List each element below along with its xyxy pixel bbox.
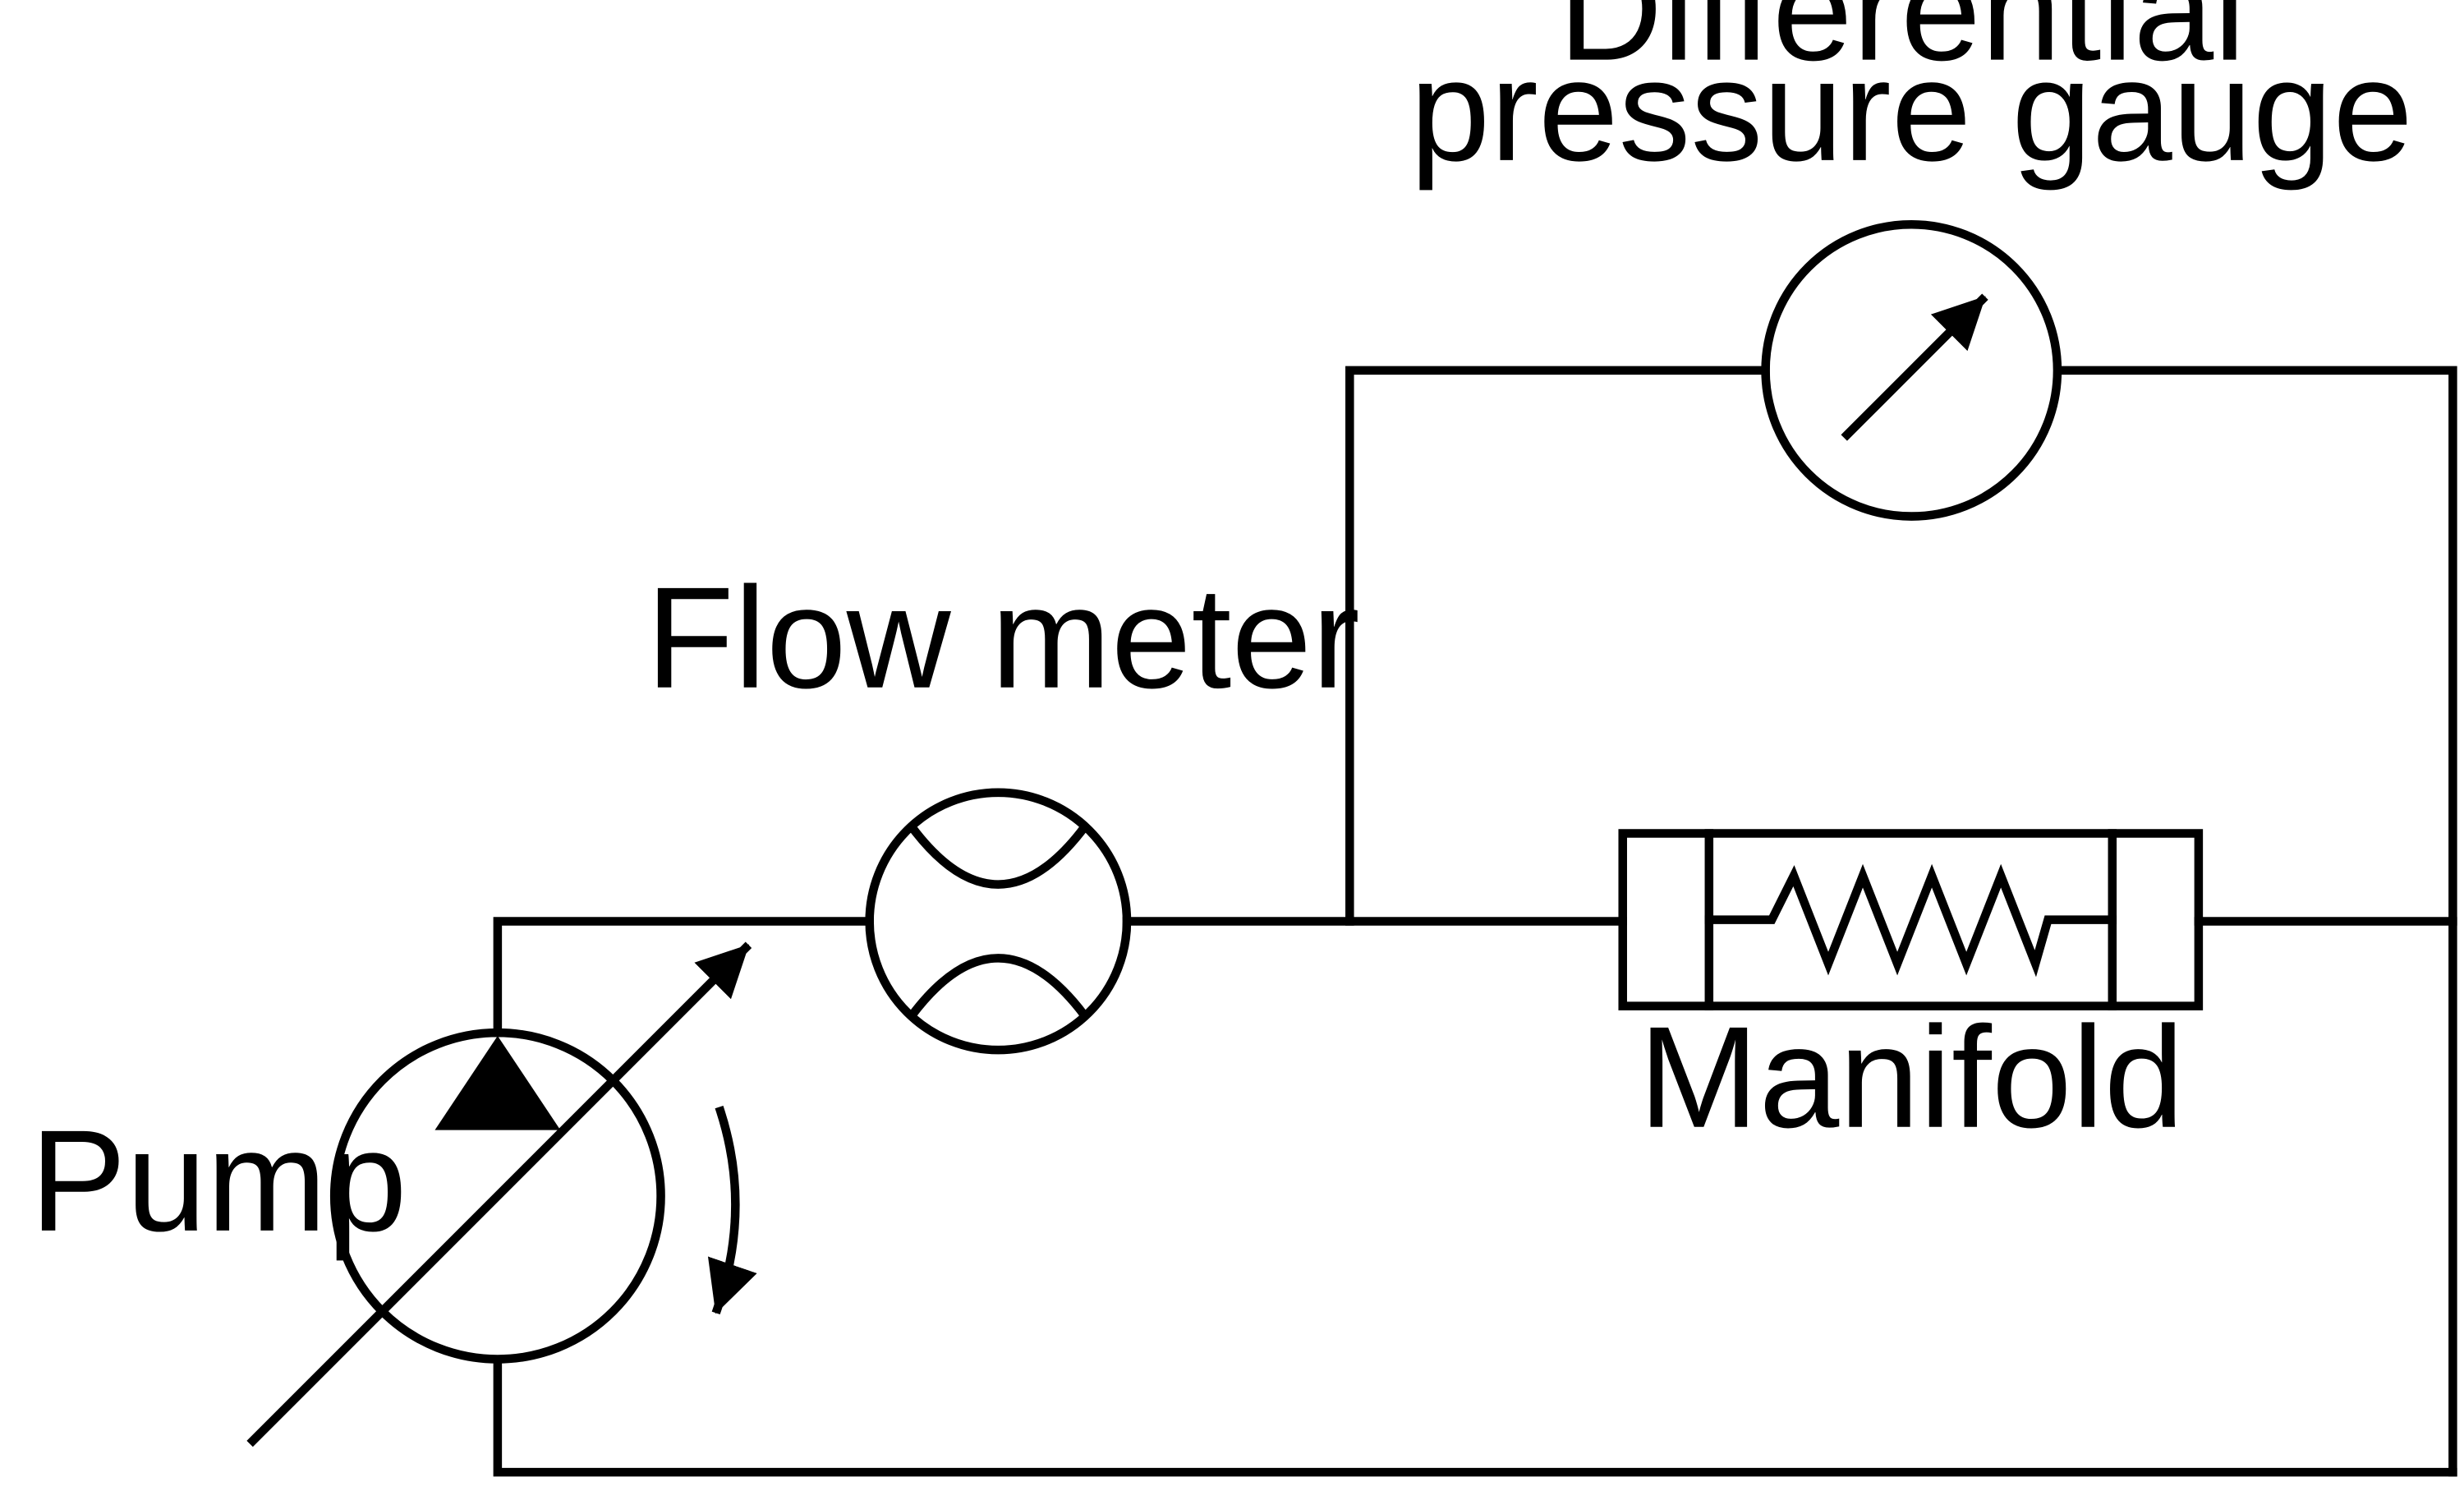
gauge-label-line1: Differential [1558,0,2246,91]
pump-symbol [246,941,757,1447]
return-pipe [493,1356,2457,1477]
differential-pressure-gauge-symbol [1761,219,2062,521]
gauge-inlet-pipe [1345,366,1770,926]
pump-outlet-pipe [493,917,874,1038]
pump-label: Pump [30,1101,407,1262]
pump-triangle-icon [434,1035,561,1130]
gauge-outlet-pipe [2054,366,2457,1477]
flow-meter-symbol [865,788,1132,1055]
gauge-needle-arrow-icon [1841,293,1988,441]
flow-meter-lower-arc [905,954,1091,1022]
flow-meter-upper-arc [905,821,1091,889]
flow-meter-label: Flow meter [646,558,1359,719]
pump-rotation-arrow-icon [707,1106,757,1315]
piping [493,366,2457,1477]
flow-meter-circle [865,788,1132,1055]
gauge-label-line2: pressure gauge [1410,30,2413,191]
manifold-label: Manifold [1639,997,2184,1158]
pump-variable-arrow-icon [246,941,752,1447]
gauge-circle [1761,219,2062,521]
manifold-body [1618,829,2204,1010]
manifold-symbol [1618,829,2204,1010]
pump-circle [329,1028,665,1364]
manifold-resistor-icon [1704,863,2117,978]
